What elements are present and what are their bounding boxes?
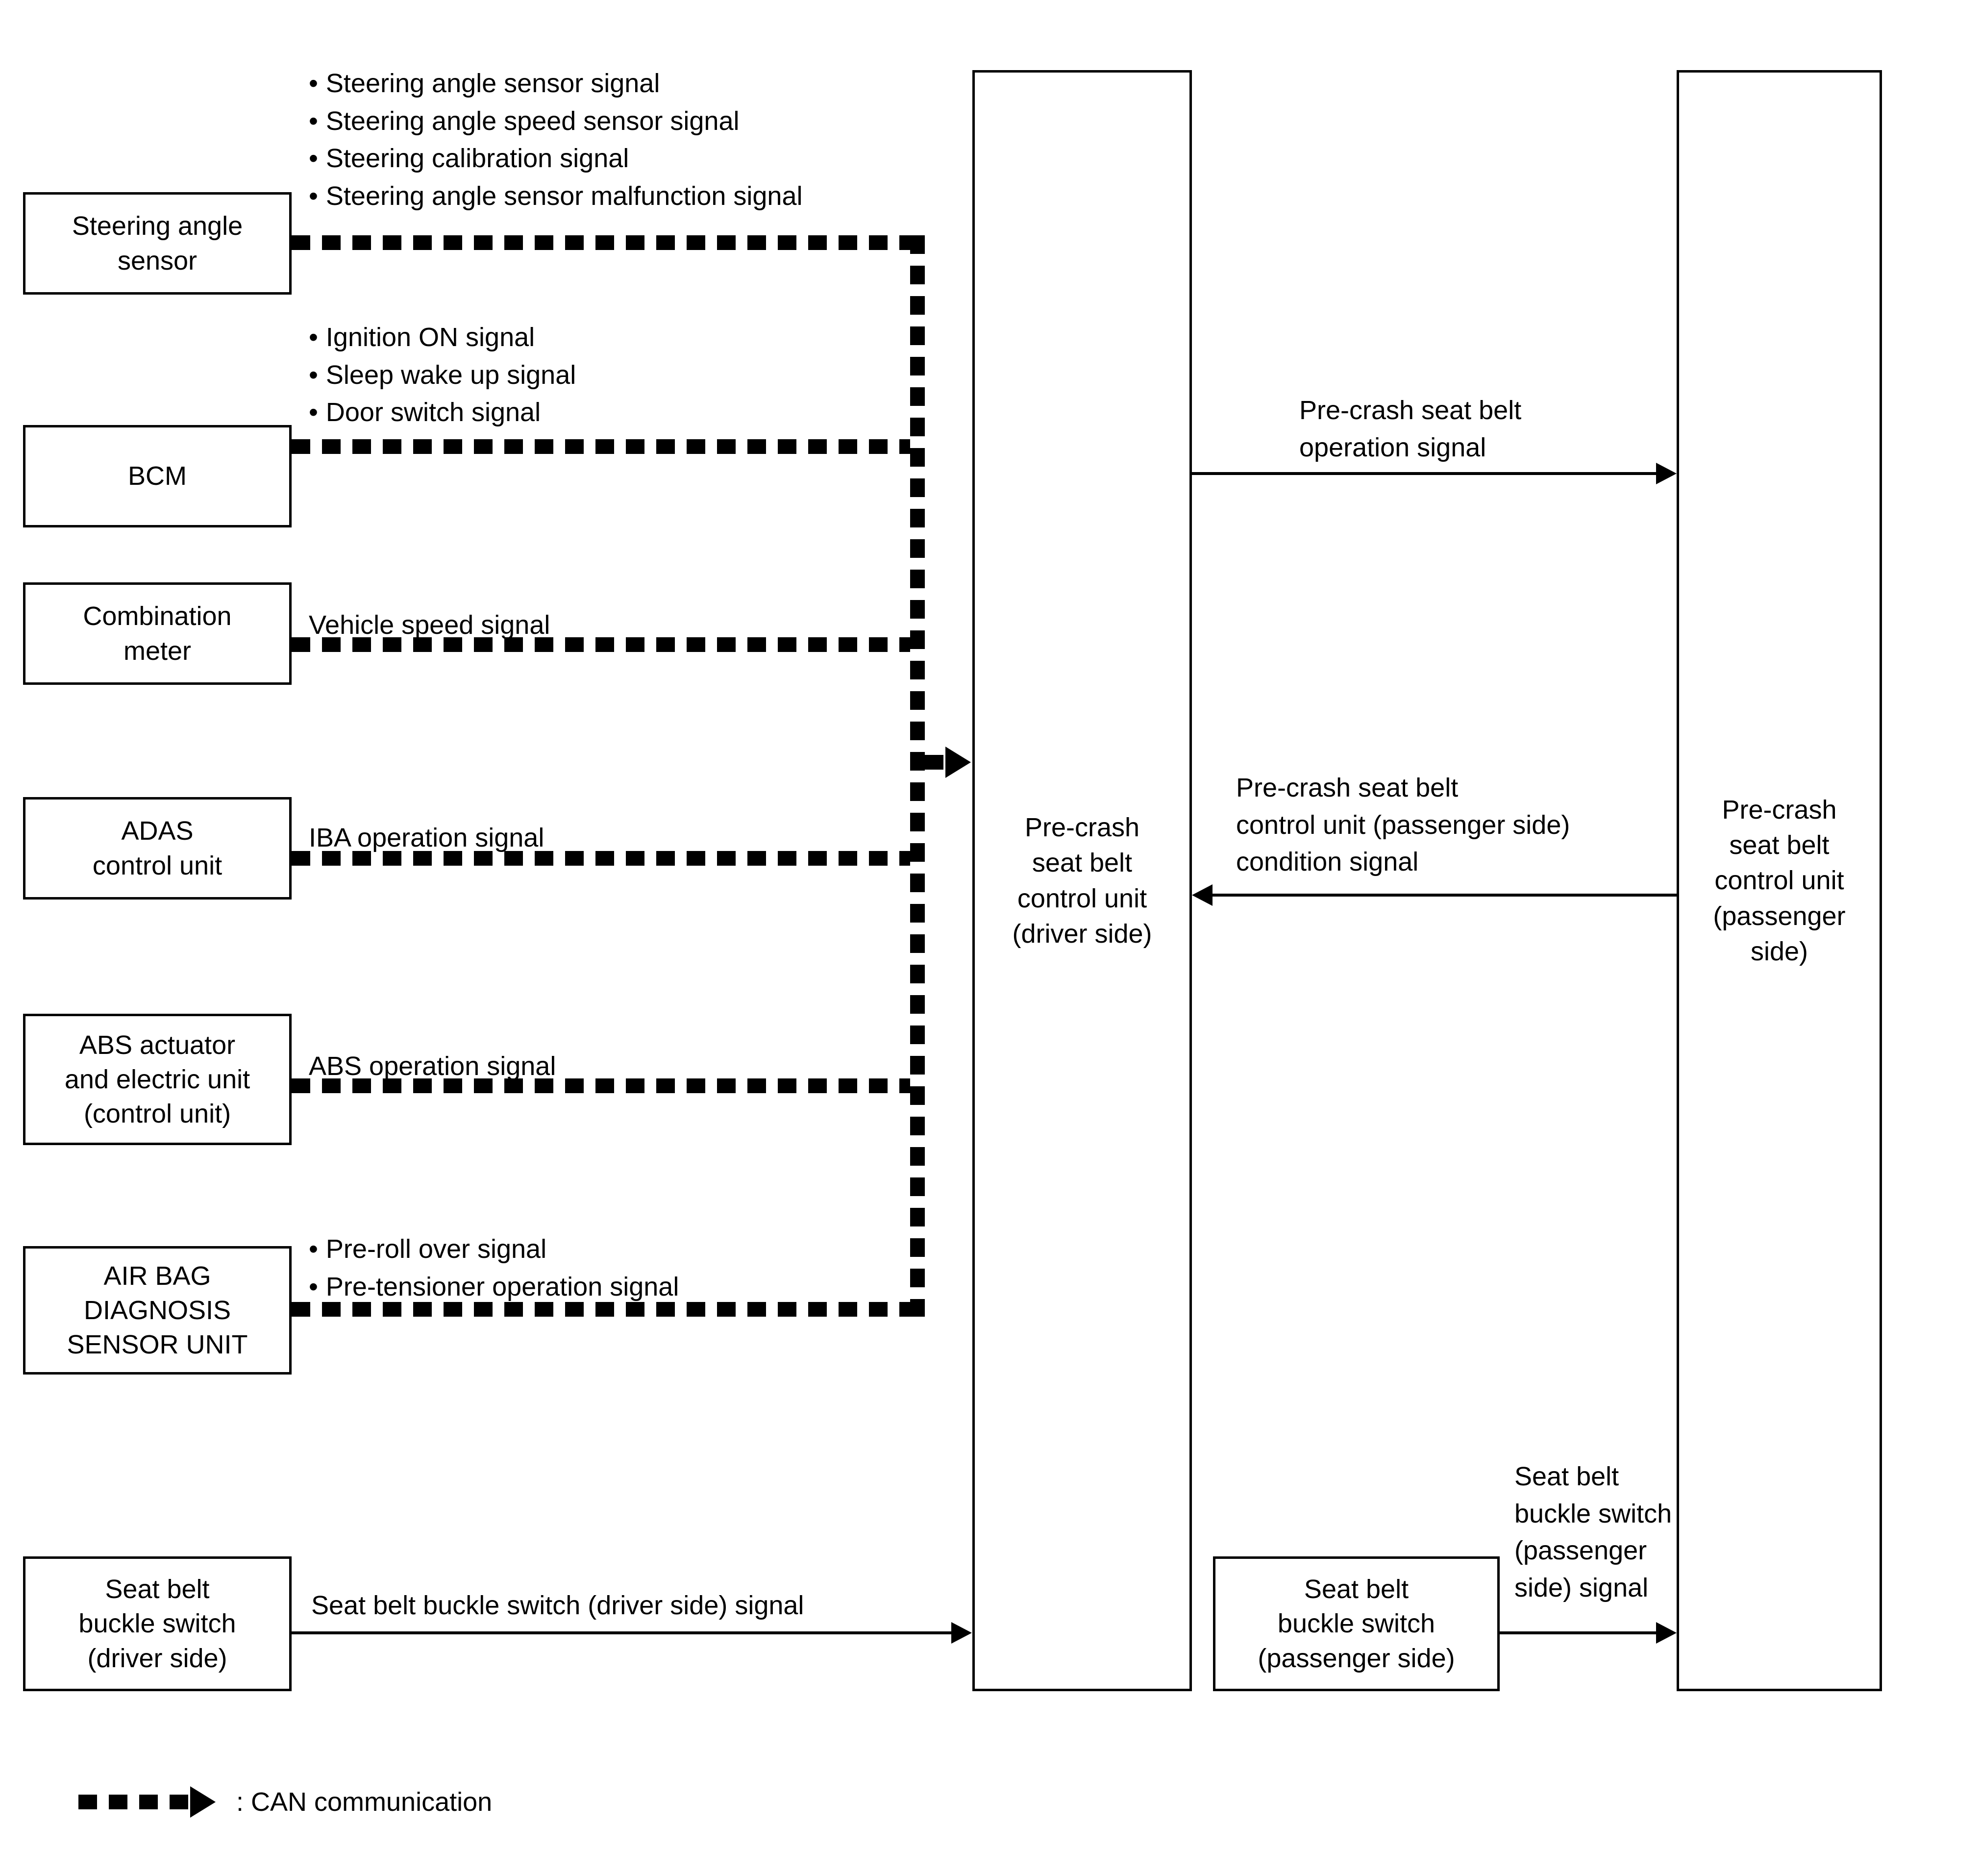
component-box-bcm[interactable]: BCM bbox=[23, 425, 292, 527]
box-label: Combination meter bbox=[83, 601, 232, 666]
can-signal-label-abs-operation: ABS operation signal bbox=[309, 1051, 556, 1081]
signal-label-condition: Pre-crash seat belt control unit (passen… bbox=[1236, 773, 1570, 877]
can-bus-dashed-arrow-icon bbox=[78, 1786, 216, 1818]
signal-label: Steering angle sensor signal bbox=[309, 65, 803, 102]
signal-arrow-operation bbox=[1656, 463, 1677, 484]
signal-arrow-buckle-driver bbox=[951, 1622, 972, 1644]
signal-label: Pre-roll over signal bbox=[309, 1230, 679, 1268]
box-label: BCM bbox=[128, 461, 187, 491]
signal-label-operation: Pre-crash seat belt operation signal bbox=[1299, 396, 1522, 462]
signal-label: Steering calibration signal bbox=[309, 140, 803, 177]
signal-label: Ignition ON signal bbox=[309, 319, 576, 356]
box-label: ADAS control unit bbox=[92, 816, 223, 880]
can-bus-segment-combination-meter bbox=[292, 637, 925, 652]
can-bus-segment-to-driver-unit bbox=[925, 755, 947, 770]
signal-label: Door switch signal bbox=[309, 394, 576, 431]
box-label: ABS actuator and electric unit (control … bbox=[64, 1030, 250, 1129]
box-label: AIR BAG DIAGNOSIS SENSOR UNIT bbox=[67, 1261, 248, 1360]
box-label: Steering angle sensor bbox=[72, 211, 243, 275]
component-box-adas-control-unit[interactable]: ADAS control unit bbox=[23, 797, 292, 900]
can-bus-segment-adas-control-unit bbox=[292, 851, 925, 866]
box-label: Seat belt buckle switch (passenger side) bbox=[1258, 1575, 1455, 1673]
component-box-air-bag-diagnosis-sensor-unit[interactable]: AIR BAG DIAGNOSIS SENSOR UNIT bbox=[23, 1246, 292, 1375]
legend: : CAN communication bbox=[78, 1786, 493, 1818]
signal-label: Steering angle sensor malfunction signal bbox=[309, 177, 803, 215]
can-bus-corner-top bbox=[910, 235, 925, 250]
can-bus-segment-bcm bbox=[292, 439, 925, 454]
can-signal-list-steering: Steering angle sensor signal Steering an… bbox=[309, 65, 803, 215]
signal-label-buckle-driver: Seat belt buckle switch (driver side) si… bbox=[311, 1591, 804, 1620]
can-signal-list-bcm: Ignition ON signal Sleep wake up signal … bbox=[309, 319, 576, 431]
signal-line-buckle-passenger bbox=[1500, 1631, 1657, 1634]
can-bus-arrow-to-driver-unit bbox=[945, 747, 971, 778]
signal-label: Pre-tensioner operation signal bbox=[309, 1268, 679, 1306]
signal-label: Sleep wake up signal bbox=[309, 356, 576, 394]
can-signal-label-iba-operation: IBA operation signal bbox=[309, 823, 544, 852]
component-box-pre-crash-seat-belt-control-unit-driver[interactable]: Pre-crash seat belt control unit (driver… bbox=[972, 70, 1192, 1691]
can-bus-corner-bottom bbox=[910, 1302, 925, 1317]
box-label: Seat belt buckle switch (driver side) bbox=[78, 1575, 236, 1673]
signal-label-buckle-passenger: Seat belt buckle switch (passenger side)… bbox=[1514, 1462, 1672, 1602]
signal-line-condition bbox=[1213, 894, 1677, 897]
signal-arrow-buckle-passenger bbox=[1656, 1622, 1677, 1644]
component-box-steering-angle-sensor[interactable]: Steering angle sensor bbox=[23, 192, 292, 295]
can-bus-segment-abs-actuator bbox=[292, 1078, 925, 1093]
legend-label: : CAN communication bbox=[236, 1787, 493, 1817]
component-box-seat-belt-buckle-switch-driver[interactable]: Seat belt buckle switch (driver side) bbox=[23, 1556, 292, 1691]
box-label: Pre-crash seat belt control unit (driver… bbox=[1012, 812, 1152, 949]
can-signal-label-vehicle-speed: Vehicle speed signal bbox=[309, 610, 550, 640]
component-box-abs-actuator[interactable]: ABS actuator and electric unit (control … bbox=[23, 1014, 292, 1145]
component-box-combination-meter[interactable]: Combination meter bbox=[23, 582, 292, 685]
signal-label: Steering angle speed sensor signal bbox=[309, 102, 803, 140]
signal-line-buckle-driver bbox=[292, 1631, 952, 1634]
can-bus-vertical-trunk bbox=[910, 235, 925, 1317]
box-label: Pre-crash seat belt control unit (passen… bbox=[1713, 795, 1846, 967]
component-box-pre-crash-seat-belt-control-unit-passenger[interactable]: Pre-crash seat belt control unit (passen… bbox=[1677, 70, 1882, 1691]
can-bus-segment-steering-angle-sensor bbox=[292, 235, 925, 250]
signal-arrow-condition bbox=[1192, 884, 1213, 906]
component-box-seat-belt-buckle-switch-passenger[interactable]: Seat belt buckle switch (passenger side) bbox=[1213, 1556, 1500, 1691]
signal-line-operation bbox=[1192, 472, 1657, 475]
can-signal-list-air-bag: Pre-roll over signal Pre-tensioner opera… bbox=[309, 1230, 679, 1305]
